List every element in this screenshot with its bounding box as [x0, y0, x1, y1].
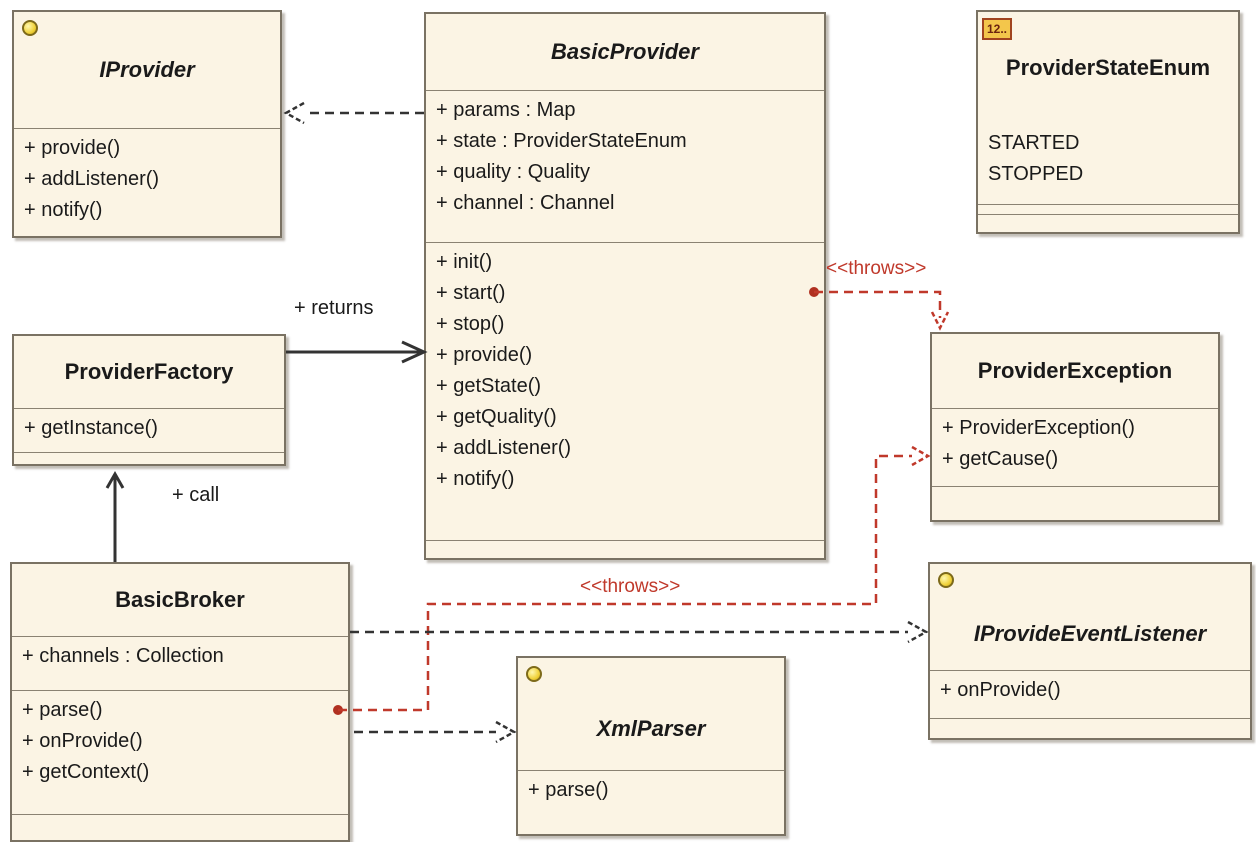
class-xml-parser[interactable]: XmlParser + parse() — [516, 656, 786, 836]
class-name: BasicProvider — [551, 39, 699, 64]
attribute: + quality : Quality — [436, 161, 590, 183]
class-iprovide-event-listener-header: IProvideEventListener — [930, 564, 1250, 670]
class-iprovider-header: IProvider — [14, 12, 280, 128]
association-arrowhead — [105, 470, 125, 489]
class-provider-factory[interactable]: ProviderFactory + getInstance() — [12, 334, 286, 466]
class-name: ProviderStateEnum — [1005, 55, 1211, 80]
class-provider-exception[interactable]: ProviderException + ProviderException() … — [930, 332, 1220, 522]
class-name: ProviderFactory — [64, 359, 234, 384]
attribute: + channel : Channel — [436, 192, 615, 214]
attributes-compartment: + params : Map + state : ProviderStateEn… — [426, 90, 824, 242]
association-arrowhead — [401, 340, 428, 364]
attribute: + state : ProviderStateEnum — [436, 130, 687, 152]
throws-arrowhead — [911, 445, 931, 467]
operation: + getState() — [436, 375, 542, 397]
empty-compartment — [978, 214, 1238, 232]
interface-icon — [526, 666, 542, 682]
operation: + getCause() — [942, 448, 1059, 470]
operations-compartment: + getInstance() — [14, 408, 284, 452]
operation: + getQuality() — [436, 406, 557, 428]
class-provider-state-enum[interactable]: 12.. ProviderStateEnum STARTED STOPPED — [976, 10, 1240, 234]
class-iprovider[interactable]: IProvider + provide() + addListener() + … — [12, 10, 282, 238]
throws-arrowhead — [930, 311, 950, 331]
empty-compartment — [426, 540, 824, 558]
operation: + notify() — [436, 468, 515, 490]
class-iprovide-event-listener[interactable]: IProvideEventListener + onProvide() — [928, 562, 1252, 740]
operation: + start() — [436, 282, 506, 304]
realization-arrowhead — [907, 620, 929, 644]
class-basic-broker-header: BasicBroker — [12, 564, 348, 636]
call-label: + call — [172, 484, 220, 506]
operations-compartment: + provide() + addListener() + notify() — [14, 128, 280, 236]
empty-compartment — [930, 718, 1250, 738]
operation: + addListener() — [436, 437, 572, 459]
operation: + stop() — [436, 313, 505, 335]
empty-compartment — [12, 814, 348, 840]
literals-compartment: STARTED STOPPED — [978, 124, 1238, 204]
operation: + addListener() — [24, 168, 160, 190]
class-name: ProviderException — [977, 358, 1173, 383]
operation: + onProvide() — [940, 679, 1061, 701]
empty-compartment — [14, 452, 284, 464]
interface-icon — [22, 20, 38, 36]
class-name: XmlParser — [596, 716, 706, 741]
enum-literal: STARTED — [988, 132, 1080, 154]
class-provider-exception-header: ProviderException — [932, 334, 1218, 408]
operation: + init() — [436, 251, 493, 273]
class-name: IProvider — [99, 57, 195, 82]
returns-label: + returns — [294, 297, 374, 319]
operation: + provide() — [24, 137, 121, 159]
operations-compartment: + init() + start() + stop() + provide() … — [426, 242, 824, 540]
realization-arrowhead — [283, 101, 305, 125]
throws-label: <<throws>> — [580, 576, 681, 597]
class-basic-provider[interactable]: BasicProvider + params : Map + state : P… — [424, 12, 826, 560]
operations-compartment: + parse() + onProvide() + getContext() — [12, 690, 348, 814]
operation: + parse() — [528, 779, 609, 801]
attribute: + channels : Collection — [22, 645, 224, 667]
operations-compartment: + parse() — [518, 770, 784, 822]
attribute: + params : Map — [436, 99, 576, 121]
class-xml-parser-header: XmlParser — [518, 658, 784, 770]
class-provider-factory-header: ProviderFactory — [14, 336, 284, 408]
operations-compartment: + ProviderException() + getCause() — [932, 408, 1218, 486]
attributes-compartment: + channels : Collection — [12, 636, 348, 690]
operation: + ProviderException() — [942, 417, 1135, 439]
operation: + onProvide() — [22, 730, 143, 752]
enum-literal: STOPPED — [988, 163, 1084, 185]
class-name: BasicBroker — [115, 587, 245, 612]
operation: + getContext() — [22, 761, 150, 783]
operation: + getInstance() — [24, 417, 158, 439]
operations-compartment: + onProvide() — [930, 670, 1250, 718]
operation: + parse() — [22, 699, 103, 721]
class-basic-provider-header: BasicProvider — [426, 14, 824, 90]
throws-label: <<throws>> — [826, 258, 927, 279]
operation: + provide() — [436, 344, 533, 366]
realization-arrowhead — [495, 720, 517, 744]
class-name: IProvideEventListener — [973, 621, 1207, 646]
throws-provider-exception[interactable] — [814, 290, 942, 318]
enumeration-icon: 12.. — [982, 18, 1012, 40]
interface-icon — [938, 572, 954, 588]
class-basic-broker[interactable]: BasicBroker + channels : Collection + pa… — [10, 562, 350, 842]
empty-compartment — [932, 486, 1218, 520]
operation: + notify() — [24, 199, 103, 221]
class-provider-state-enum-header: 12.. ProviderStateEnum — [978, 12, 1238, 124]
empty-compartment — [978, 204, 1238, 214]
